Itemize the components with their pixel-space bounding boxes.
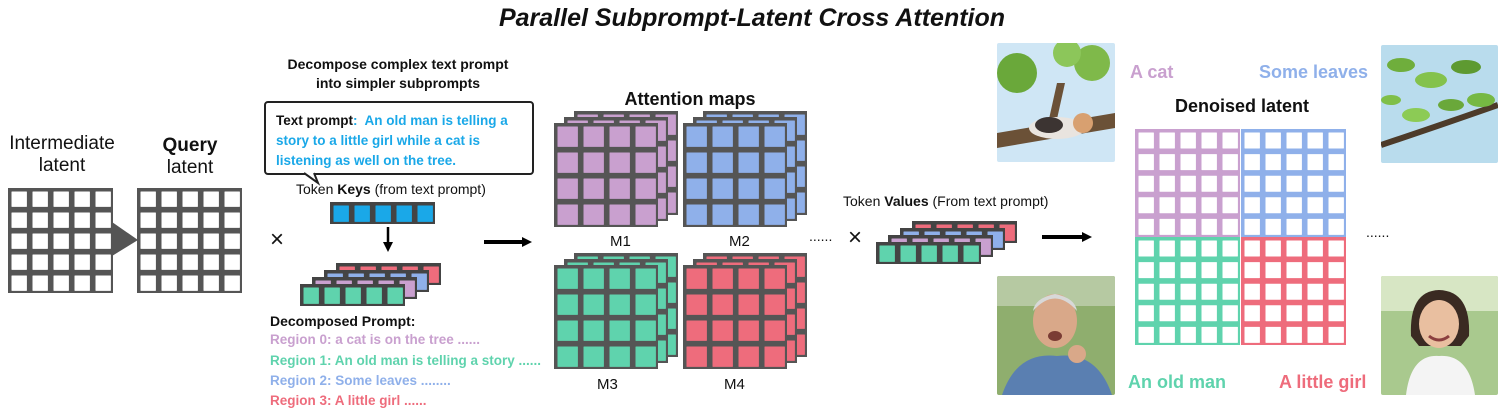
attention-map-m1-layer-0 [554,123,658,227]
map-label-m4: M4 [724,376,745,393]
token-keys-bold: Keys [337,181,371,197]
decompose-note: Decompose complex text prompt into simpl… [268,55,528,93]
denoised-quadrant-man [1135,237,1240,345]
multiply-sign-1: × [270,226,285,253]
denoised-label-girl: A little girl [1279,372,1367,392]
intermediate-latent-grid [8,188,113,293]
text-prompt-text: An old man is telling a story to a littl… [276,113,508,168]
attention-map-m4-layer-0 [683,265,787,369]
attention-map-m2-layer-0 [683,123,787,227]
denoised-quadrant-cat [1135,129,1240,237]
cat-on-tree-photo-icon [997,43,1115,162]
map-label-m3: M3 [597,376,618,393]
region-3-text: Region 3: A little girl ...... [270,393,427,408]
token-keys-bar [330,202,435,224]
token-keys-prefix: Token [296,181,338,197]
decompose-note-line1: Decompose complex text prompt [287,56,509,72]
denoised-label-cat: A cat [1130,62,1174,82]
multiply-sign-2: × [848,224,863,251]
token-keys-label: Token Keys (from text prompt) [296,181,486,197]
leaves-photo [1381,45,1498,163]
denoised-label-leaves: Some leaves [1259,62,1369,82]
man-photo [997,276,1115,395]
intermediate-latent-label: Intermediate latent [0,133,124,177]
cat-photo [997,43,1115,162]
old-man-photo-icon [997,276,1115,395]
decompose-note-line2: into simpler subprompts [315,75,481,91]
decomposed-key-bar-3 [300,284,405,306]
little-girl-photo-icon [1381,276,1498,395]
text-prompt-label: Text prompt [276,113,353,128]
bubble-tail [303,172,321,186]
decomposed-heading: Decomposed Prompt: [270,313,416,329]
attention-maps-title: Attention maps [624,89,756,109]
diagram-title: Parallel Subprompt-Latent Cross Attentio… [498,4,1006,32]
region-0-text: Region 0: a cat is on the tree ...... [270,332,481,347]
attention-map-m3-layer-0 [554,265,658,369]
token-values-prefix: Token [843,193,885,209]
token-values-suffix: (From text prompt) [928,193,1049,209]
map-label-m2: M2 [729,233,750,250]
latent-to-query-arrow [112,222,138,256]
token-values-label: Token Values (From text prompt) [843,193,1048,209]
intermediate-latent-line2: latent [38,155,86,176]
text-prompt-bubble: Text prompt: An old man is telling a sto… [264,101,534,175]
query-latent-bold: Query [162,135,218,156]
denoised-label-man: An old man [1128,372,1226,392]
girl-photo [1381,276,1498,395]
ellipsis-1: ...... [809,228,833,244]
text-prompt-sep: : [353,113,358,128]
token-value-bar-3 [876,242,981,264]
token-values-bold: Values [884,193,929,209]
region-1-text: Region 1: An old man is telling a story … [270,353,542,368]
query-latent-rest: latent [166,157,214,178]
map-label-m1: M1 [610,233,631,250]
intermediate-latent-line1: Intermediate [9,133,115,154]
query-latent-label: Query latent [128,135,252,179]
leaves-photo-icon [1381,45,1498,163]
denoised-quadrant-leaves [1241,129,1346,237]
denoised-quadrant-girl [1241,237,1346,345]
region-2-text: Region 2: Some leaves ........ [270,373,451,388]
query-latent-grid [137,188,242,293]
token-keys-suffix: (from text prompt) [370,181,486,197]
denoised-latent-title: Denoised latent [1174,96,1310,116]
ellipsis-2: ...... [1366,224,1390,240]
